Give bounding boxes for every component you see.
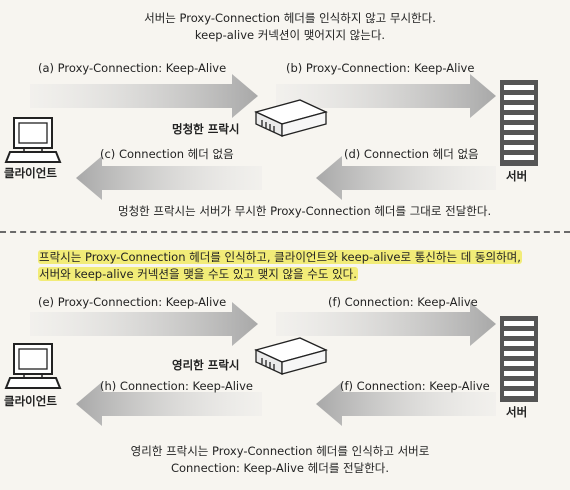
arrow-d-left-icon: [316, 156, 496, 200]
arrow-f2-left-icon: [316, 382, 496, 426]
smart-proxy-highlight-line2: 서버와 keep-alive 커넥션을 맺을 수도 있고 맺지 않을 수도 있다…: [38, 266, 358, 282]
label-e: (e) Proxy-Connection: Keep-Alive: [38, 295, 227, 309]
client-label: 클라이언트: [4, 394, 57, 408]
smart-proxy-box-icon: [254, 337, 328, 376]
server-rack-icon: [500, 80, 538, 166]
smart-proxy-highlight-line1: 프락시는 Proxy-Connection 헤더를 인식하고, 클라이언트와 k…: [38, 249, 522, 265]
client-label: 클라이언트: [4, 166, 57, 180]
label-b: (b) Proxy-Connection: Keep-Alive: [286, 61, 475, 75]
arrow-c-left-icon: [76, 156, 262, 200]
smart-proxy-note-line2: Connection: Keep-Alive 헤더를 전달한다.: [170, 461, 390, 475]
arrow-h-left-icon: [76, 382, 262, 426]
server-note-line2: keep-alive 커넥션이 맺어지지 않는다.: [194, 28, 386, 42]
server-note-line1: 서버는 Proxy-Connection 헤더를 인식하지 않고 무시한다.: [144, 11, 436, 25]
arrow-e-right-icon: [30, 302, 258, 346]
client-computer-icon: [4, 343, 62, 389]
label-h: (h) Connection: Keep-Alive: [100, 379, 253, 393]
highlight-text: 서버와 keep-alive 커넥션을 맺을 수도 있고 맺지 않을 수도 있다…: [38, 267, 358, 281]
label-a: (a) Proxy-Connection: Keep-Alive: [38, 61, 227, 75]
arrow-b-right-icon: [276, 74, 496, 118]
smart-proxy-label: 영리한 프락시: [172, 358, 240, 372]
label-c: (c) Connection 헤더 없음: [100, 147, 234, 161]
client-computer-icon: [4, 117, 62, 163]
dumb-proxy-label: 멍청한 프락시: [172, 122, 240, 136]
dumb-proxy-box-icon: [254, 99, 328, 138]
server-label: 서버: [506, 405, 528, 419]
server-rack-icon: [500, 316, 538, 402]
arrow-f-right-icon: [276, 302, 496, 346]
label-d: (d) Connection 헤더 없음: [344, 147, 479, 161]
section-divider: [0, 231, 570, 233]
label-f: (f) Connection: Keep-Alive: [328, 295, 478, 309]
arrow-a-right-icon: [30, 74, 258, 118]
dumb-proxy-note: 멍청한 프락시는 서버가 무시한 Proxy-Connection 헤더를 그대…: [118, 204, 492, 218]
smart-proxy-note-line1: 영리한 프락시는 Proxy-Connection 헤더를 인식하고 서버로: [130, 444, 430, 458]
server-label: 서버: [506, 169, 528, 183]
label-f2: (f) Connection: Keep-Alive: [340, 379, 490, 393]
highlight-text: 프락시는 Proxy-Connection 헤더를 인식하고, 클라이언트와 k…: [38, 250, 522, 264]
